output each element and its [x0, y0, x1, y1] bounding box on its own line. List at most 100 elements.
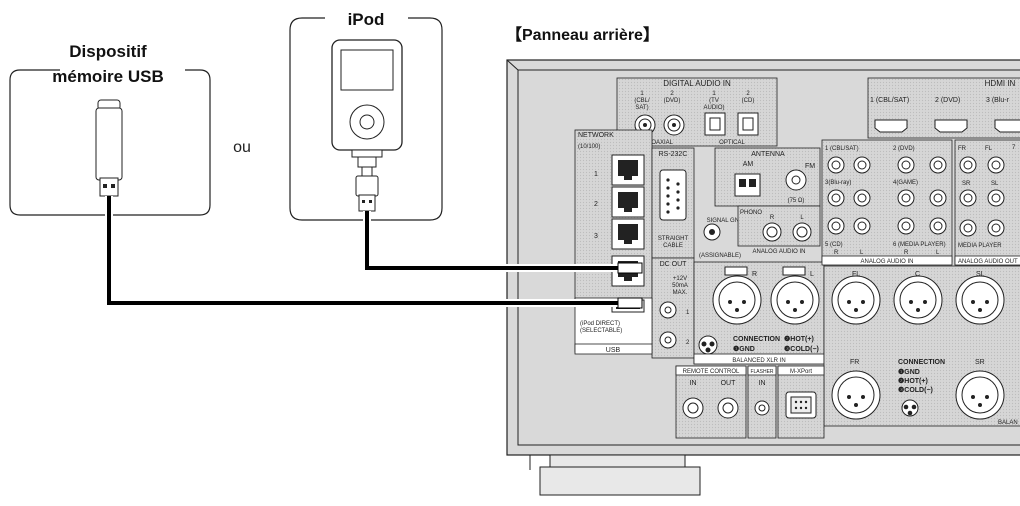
hdmi-1-label: 1 (CBL/SAT): [870, 97, 909, 104]
m-xport-port[interactable]: [785, 391, 817, 419]
net-1-label: 1: [594, 171, 598, 178]
ain-6-l-jack[interactable]: [929, 217, 947, 235]
phono-l-jack[interactable]: [792, 222, 812, 242]
usb-1-num: 1: [686, 310, 690, 316]
optical-jack-1[interactable]: [704, 112, 726, 136]
cables: [105, 196, 643, 309]
ain-5-l-jack[interactable]: [853, 217, 871, 235]
remote-in-jack[interactable]: [682, 397, 704, 419]
phono-r-label: R: [770, 215, 775, 221]
gnd2-label: ❶GND: [898, 368, 920, 376]
ethernet-port-1[interactable]: [611, 154, 645, 186]
ipod-plug: [617, 262, 643, 274]
usb-cable-line: [107, 196, 620, 305]
net-3-label: 3: [594, 233, 598, 240]
ain-5-label: 5 (CD): [825, 242, 843, 248]
balanced-xlr-out-section: FL C SL FR SR CONNECTION ❶GND ❷HOT(+) ❸C…: [823, 265, 1020, 427]
hdmi-port-2[interactable]: [934, 119, 968, 133]
optical-jack-2[interactable]: [737, 112, 759, 136]
out-fr-jack[interactable]: [959, 156, 977, 174]
phono-label: PHONO: [740, 210, 762, 216]
hdmi-port-3[interactable]: [994, 119, 1020, 133]
ain-4-r-jack[interactable]: [897, 189, 915, 207]
ipod-box: iPod: [289, 10, 443, 221]
dc-out-jack-2[interactable]: [659, 331, 677, 349]
hdmi-3-label: 3 (Blu-r: [986, 97, 1010, 104]
antenna-section: ANTENNA AM FM (75 Ω): [714, 147, 821, 207]
ain-l1-label: L: [860, 250, 864, 256]
fm-ohm-label: (75 Ω): [788, 198, 805, 204]
usb-plug: [617, 297, 643, 309]
out-mp-r-jack[interactable]: [959, 219, 977, 237]
or-label: ou: [233, 139, 251, 156]
xlr-jack-l[interactable]: [770, 266, 820, 325]
am-antenna-terminal[interactable]: [734, 173, 761, 197]
hdmi-port-1[interactable]: [874, 119, 908, 133]
out-fl-jack[interactable]: [987, 156, 1005, 174]
ain-5-r-jack[interactable]: [827, 217, 845, 235]
rc-out-label: OUT: [721, 380, 737, 387]
flasher-in-label: IN: [759, 380, 766, 387]
sl-top-label: SL: [991, 181, 999, 187]
xlr-r-label: R: [752, 271, 757, 278]
xlr-out-fl[interactable]: [831, 275, 881, 325]
hdmi-in-label: HDMI IN: [985, 79, 1016, 88]
rs232c-port[interactable]: [659, 169, 687, 221]
m-xport-label: M-XPort: [790, 369, 812, 375]
analog-audio-in-label: ANALOG AUDIO IN: [860, 259, 913, 265]
xlr-jack-r[interactable]: [712, 266, 762, 325]
ipod-cable-line: [365, 211, 620, 270]
fm-antenna-jack[interactable]: [785, 169, 807, 191]
dc-out-jack-1[interactable]: [659, 301, 677, 319]
rc-in-label: IN: [690, 380, 697, 387]
remote-out-jack[interactable]: [717, 397, 739, 419]
phono-r-jack[interactable]: [762, 222, 782, 242]
ain-3-r-jack[interactable]: [827, 189, 845, 207]
xlr-out-sl[interactable]: [955, 275, 1005, 325]
out-mp-l-jack[interactable]: [987, 219, 1005, 237]
phono-section: SIGNAL GND PHONO R L ANALOG AUDIO IN (AS…: [699, 205, 821, 259]
ethernet-port-2[interactable]: [611, 186, 645, 218]
ethernet-port-3[interactable]: [611, 218, 645, 250]
ain-2-r-jack[interactable]: [897, 156, 915, 174]
ain-2-l-jack[interactable]: [929, 156, 947, 174]
xlr-out-fr[interactable]: [831, 370, 881, 420]
sr-label: SR: [975, 359, 985, 366]
signal-gnd-terminal[interactable]: [703, 223, 721, 241]
ain-1-r-jack[interactable]: [827, 156, 845, 174]
coax-2-label: 2(DVD): [664, 91, 681, 104]
xlr-out-sr[interactable]: [955, 370, 1005, 420]
flasher-jack[interactable]: [754, 400, 770, 416]
fr-top-label: FR: [958, 146, 967, 152]
analog-audio-out-section: FR FL 7 SR SL MEDIA PLAYER ANALOG AUDIO …: [954, 139, 1020, 266]
hot-label: ❷HOT(+): [784, 335, 814, 343]
sr-top-label: SR: [962, 181, 971, 187]
xlr-out-c[interactable]: [893, 275, 943, 325]
analog-audio-out-label: ANALOG AUDIO OUT: [958, 259, 1018, 265]
assignable-label: (ASSIGNABLE): [699, 253, 741, 259]
ain-4-l-jack[interactable]: [929, 189, 947, 207]
cold2-label: ❸COLD(−): [898, 386, 933, 394]
ain-1-label: 1 (CBL/SAT): [825, 146, 859, 152]
ain-1-l-jack[interactable]: [853, 156, 871, 174]
ain-3-l-jack[interactable]: [853, 189, 871, 207]
hdmi-in-section: HDMI IN 1 (CBL/SAT) 2 (DVD) 3 (Blu-r: [867, 77, 1020, 139]
sl-label: SL: [976, 271, 985, 278]
out-sl-jack[interactable]: [987, 189, 1005, 207]
remote-control-label: REMOTE CONTROL: [683, 369, 740, 375]
fl-top-label: FL: [985, 146, 993, 152]
xlr-pinout-icon: [698, 335, 718, 355]
coaxial-jack-2[interactable]: [663, 114, 685, 136]
coax-1-label: 1(CBL/SAT): [634, 91, 650, 111]
ain-6-label: 6 (MEDIA PLAYER): [893, 242, 946, 248]
ain-4-label: 4(GAME): [893, 180, 918, 186]
coaxial-label: COAXIAL: [647, 140, 674, 146]
optical-label: OPTICAL: [719, 140, 745, 146]
ain-6-r-jack[interactable]: [897, 217, 915, 235]
flasher-label: FLASHER: [750, 369, 773, 375]
out-sr-jack[interactable]: [959, 189, 977, 207]
